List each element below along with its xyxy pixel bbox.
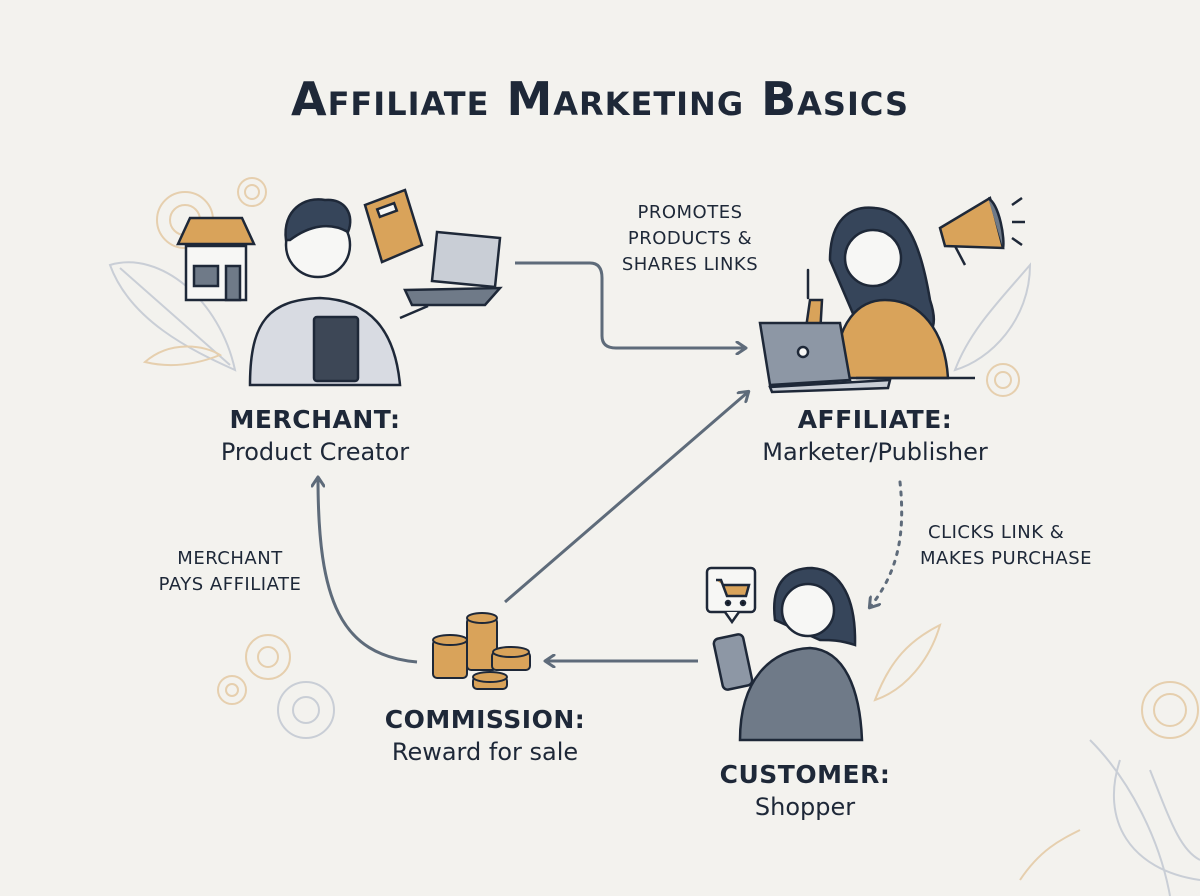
customer-person-illustration	[738, 566, 864, 742]
decorative-leaf-icon	[142, 345, 1081, 881]
flow-label-pays: MERCHANT PAYS AFFILIATE	[140, 546, 320, 598]
merchant-label: MERCHANT: Product Creator	[170, 405, 460, 466]
laptop-icon	[403, 230, 503, 307]
flow-label-promotes: PROMOTES PRODUCTS & SHARES LINKS	[610, 200, 770, 278]
flow-label-clicks: CLICKS LINK & MAKES PURCHASE	[920, 520, 1130, 572]
shopping-cart-icon	[705, 566, 757, 625]
commission-heading: COMMISSION:	[384, 705, 586, 734]
flow-text-line: CLICKS LINK &	[928, 522, 1065, 543]
affiliate-label: AFFILIATE: Marketer/Publisher	[720, 405, 1030, 466]
flow-text-line: PRODUCTS &	[627, 228, 753, 249]
flow-text-line: PROMOTES	[637, 202, 743, 223]
flow-text-line: SHARES LINKS	[621, 254, 759, 275]
customer-heading: CUSTOMER:	[719, 760, 891, 789]
decorative-leaf-icon	[108, 261, 1200, 896]
affiliate-heading: AFFILIATE:	[797, 405, 953, 434]
flow-arrow-affiliate-to-customer	[870, 480, 904, 607]
smartphone-icon	[712, 633, 754, 691]
affiliate-subtitle: Marketer/Publisher	[762, 438, 988, 466]
coins-icon	[432, 612, 531, 690]
laptop-icon	[758, 321, 892, 394]
commission-label: COMMISSION: Reward for sale	[360, 705, 610, 766]
decorative-gear-icon	[277, 681, 335, 739]
page-title: Affiliate Marketing Basics	[290, 72, 910, 126]
flow-arrow-commission-to-affiliate	[504, 392, 748, 604]
merchant-heading: MERCHANT:	[229, 405, 401, 434]
customer-subtitle: Shopper	[754, 793, 856, 821]
merchant-subtitle: Product Creator	[220, 438, 410, 466]
flow-text-line: MAKES PURCHASE	[920, 548, 1093, 569]
megaphone-icon	[938, 196, 1025, 266]
book-icon	[363, 188, 424, 264]
customer-label: CUSTOMER: Shopper	[690, 760, 920, 821]
flow-text-line: PAYS AFFILIATE	[158, 574, 302, 595]
flow-text-line: MERCHANT	[177, 548, 283, 569]
commission-subtitle: Reward for sale	[391, 738, 579, 766]
affiliate-person-illustration	[803, 206, 975, 380]
flow-arrow-merchant-to-affiliate	[515, 261, 745, 348]
flow-arrow-commission-to-merchant	[318, 478, 418, 664]
merchant-person-illustration	[248, 198, 429, 387]
store-icon	[176, 216, 256, 302]
